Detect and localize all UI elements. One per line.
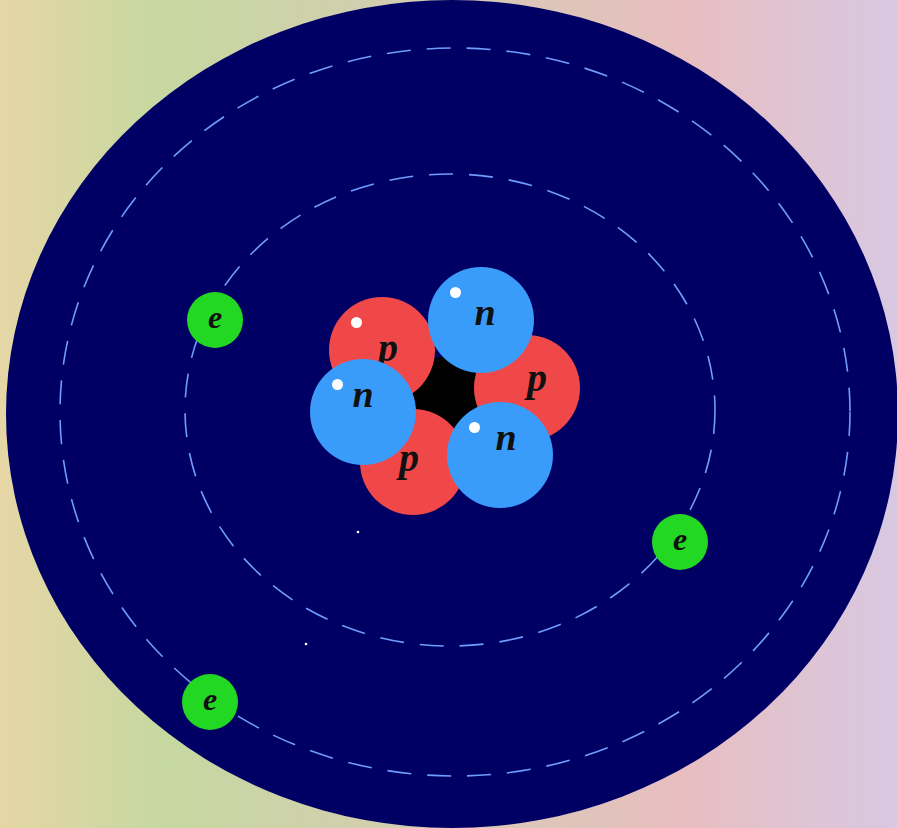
- particle-letter: e: [673, 523, 687, 555]
- neutron-particle: n: [447, 402, 553, 508]
- electron-particle: e: [652, 514, 708, 570]
- particle-letter: n: [474, 293, 495, 331]
- outer-orbit: [60, 48, 850, 776]
- speck: [357, 531, 360, 534]
- particle-letter: e: [203, 683, 217, 715]
- neutron-particle: n: [428, 267, 534, 373]
- electron-particle: e: [182, 674, 238, 730]
- particle-letter: p: [527, 358, 547, 398]
- particle-letter: e: [208, 301, 222, 333]
- neutron-particle: n: [310, 359, 416, 465]
- particle-letter: n: [495, 418, 516, 456]
- highlight: [332, 379, 343, 390]
- highlight: [450, 287, 461, 298]
- highlight: [351, 317, 362, 328]
- electron-particle: e: [187, 292, 243, 348]
- atom-ground: [6, 0, 897, 828]
- highlight: [469, 422, 480, 433]
- speck: [305, 643, 308, 646]
- particle-letter: n: [352, 375, 373, 413]
- inner-orbit: [185, 174, 715, 646]
